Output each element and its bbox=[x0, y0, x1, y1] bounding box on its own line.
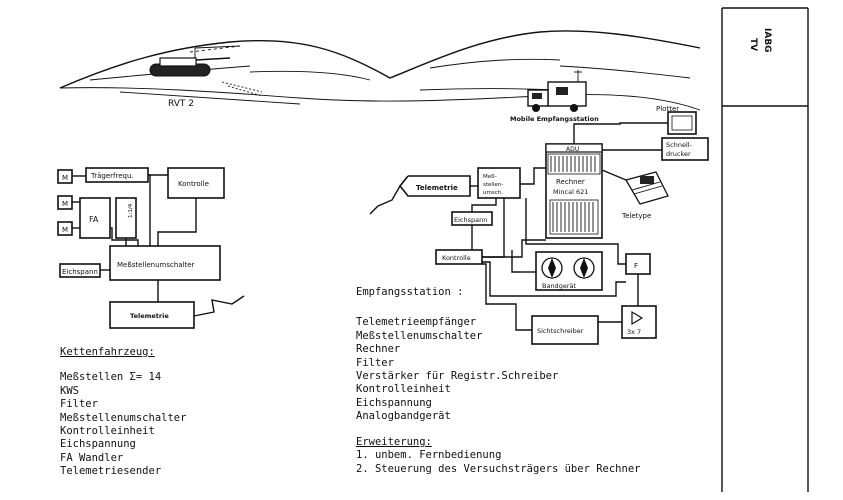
chart-recorder-box bbox=[531, 315, 599, 345]
vehicle-list-item: KWS bbox=[60, 384, 79, 397]
station-list-item: Meßstellenumschalter bbox=[356, 329, 483, 342]
switch-label-right-3: umsch. bbox=[483, 190, 503, 196]
sensor-label-2: M bbox=[62, 200, 68, 208]
left-diagram: M M M Trägerfrequ. Kontrolle FA 1:1/4 Me… bbox=[57, 167, 245, 329]
station-list-item: Kontrolleinheit bbox=[356, 383, 451, 396]
vehicle-list-item: Filter bbox=[60, 398, 98, 411]
fa-box bbox=[79, 197, 111, 239]
station-list-item: Rechner bbox=[356, 343, 401, 356]
tank-icon bbox=[149, 45, 241, 77]
vehicle-list-item: Meßstellen Σ= 14 bbox=[60, 371, 162, 384]
sidebar-org: IABG bbox=[762, 28, 772, 53]
filter-label: F bbox=[634, 262, 638, 270]
adu-label: ADU bbox=[566, 146, 579, 153]
extension-list: Erweiterung: 1. unbem. Fernbedienung 2. … bbox=[356, 436, 640, 476]
amplifier-icon bbox=[631, 310, 644, 326]
chart-recorder-label: Sichtschreiber bbox=[537, 327, 584, 335]
switch-box-right bbox=[477, 167, 521, 199]
printer-label-2: drucker bbox=[666, 150, 691, 158]
vehicle-list: Kettenfahrzeug: Meßstellen Σ= 14 KWS Fil… bbox=[60, 346, 186, 479]
right-diagram: Telemetrie Meß- stellen- umsch. Eichspan… bbox=[369, 105, 709, 345]
control-box-left bbox=[167, 167, 225, 199]
truck-icon bbox=[527, 70, 587, 112]
amplifier-box bbox=[621, 305, 657, 339]
amplifier-label: 3x 7 bbox=[627, 328, 641, 336]
computer-label-1: Rechner bbox=[556, 178, 585, 186]
fa-label: FA bbox=[89, 215, 99, 224]
divider-label: 1:1/4 bbox=[128, 203, 134, 218]
switch-box-left bbox=[109, 245, 221, 281]
teletype-label: Teletype bbox=[621, 212, 651, 220]
station-list-item: Filter bbox=[356, 356, 394, 369]
sidebar-dept-text: TV bbox=[748, 38, 758, 52]
calibration-label-left: Eichspann bbox=[62, 268, 98, 276]
vehicle-list-item: Kontrolleinheit bbox=[60, 425, 155, 438]
extension-item: 1. unbem. Fernbedienung bbox=[356, 449, 502, 462]
switch-label-left: Meßstellenumschalter bbox=[117, 261, 195, 269]
printer-label-1: Schnell- bbox=[666, 141, 693, 149]
tape-reel-icon bbox=[541, 257, 595, 279]
calibration-label-right: Eichspann bbox=[454, 216, 487, 224]
telemetry-box-left bbox=[109, 301, 195, 329]
vehicle-list-item: FA Wandler bbox=[60, 451, 124, 464]
extension-heading: Erweiterung: bbox=[356, 436, 432, 448]
switch-label-right-1: Meß- bbox=[483, 174, 497, 180]
tape-recorder-label: Bandgerät bbox=[542, 282, 576, 290]
landscape bbox=[59, 30, 701, 111]
switch-label-right-2: stellen- bbox=[483, 182, 503, 188]
station-list: Empfangsstation : Telemetrieempfänger Me… bbox=[356, 286, 558, 424]
sensor-label-3: M bbox=[62, 226, 68, 234]
extension-item: 2. Steuerung des Versuchsträgers über Re… bbox=[356, 462, 641, 475]
station-list-item: Eichspannung bbox=[356, 396, 432, 409]
telemetry-label-right: Telemetrie bbox=[416, 184, 458, 192]
vehicle-list-item: Eichspannung bbox=[60, 438, 136, 451]
vehicle-list-item: Telemetriesender bbox=[60, 465, 162, 478]
vehicle-list-item: Meßstellenumschalter bbox=[60, 411, 187, 424]
sidebar-dept: TV bbox=[748, 38, 758, 51]
telemetry-box-right bbox=[398, 175, 471, 197]
vehicle-label: RVT 2 bbox=[168, 99, 194, 109]
station-label: Mobile Empfangsstation bbox=[510, 115, 599, 123]
control-label-left: Kontrolle bbox=[178, 180, 209, 188]
sensor-label-1: M bbox=[62, 174, 68, 182]
station-list-item: Analogbandgerät bbox=[356, 410, 451, 423]
computer-label-2: Mincal 621 bbox=[553, 188, 588, 196]
plotter-label: Plotter bbox=[656, 105, 679, 113]
sidebar-org-text: IABG bbox=[762, 28, 772, 53]
control-label-right: Kontrolle bbox=[442, 254, 471, 262]
telemetry-label-left: Telemetrie bbox=[130, 312, 169, 320]
vehicle-list-heading: Kettenfahrzeug: bbox=[60, 346, 155, 358]
printer-box bbox=[661, 137, 709, 161]
carrier-freq-label: Trägerfrequ. bbox=[90, 172, 134, 180]
sidebar-frame bbox=[721, 7, 809, 492]
station-list-item: Telemetrieempfänger bbox=[356, 316, 477, 329]
station-list-heading: Empfangsstation : bbox=[356, 286, 464, 298]
station-list-item: Verstärker für Registr.Schreiber bbox=[356, 370, 559, 383]
teletype-icon bbox=[625, 171, 669, 205]
